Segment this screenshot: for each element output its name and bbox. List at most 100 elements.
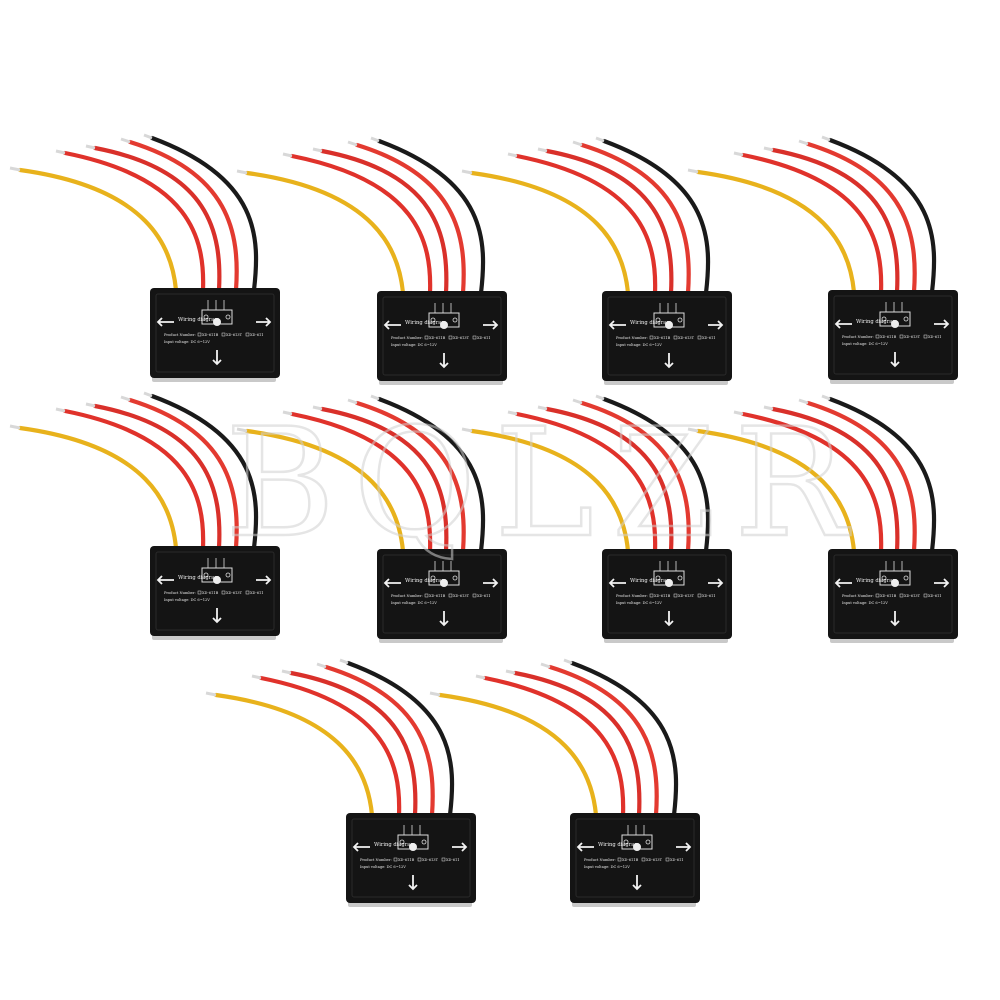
arrow-down-icon	[890, 352, 900, 368]
diagram-title: Wiring diagram	[630, 320, 671, 326]
red-wire	[770, 406, 900, 554]
module-box	[377, 291, 507, 381]
wire-tip	[120, 137, 131, 144]
yellow-wire	[17, 425, 179, 551]
input-voltage-label: Input voltage: DC 6~12V	[391, 601, 437, 605]
product-number-label: Product Number:	[391, 594, 423, 598]
module-box	[602, 291, 732, 381]
wire-tip	[461, 427, 473, 433]
option-checkbox	[875, 593, 880, 598]
option-checkbox	[221, 332, 226, 337]
wire-tip	[798, 398, 809, 405]
input-voltage-label: Input voltage: DC 6~12V	[842, 342, 888, 346]
option-checkbox	[649, 593, 654, 598]
wire-tip	[595, 394, 605, 401]
option-checkbox	[245, 332, 250, 337]
touch-point-icon	[409, 843, 417, 851]
terminal-icon	[645, 839, 651, 845]
option-checkbox	[875, 334, 880, 339]
product-option: XD-611	[250, 591, 264, 595]
wire-tip	[733, 410, 744, 416]
input-voltage-label: Input voltage: DC 6~12V	[616, 343, 662, 347]
input-voltage-label: Input voltage: DC 6~12V	[842, 601, 888, 605]
yellow-wire	[213, 692, 375, 818]
wire-tip	[85, 402, 96, 408]
option-checkbox	[417, 857, 422, 862]
wire-tip	[347, 398, 358, 405]
yellow-wire	[695, 428, 857, 554]
wire-tip	[475, 674, 486, 680]
red-wire	[740, 152, 884, 295]
wire-tip	[143, 133, 153, 140]
yellow-wire	[469, 428, 631, 554]
wire-tip	[316, 662, 327, 669]
diagram-title: Wiring diagram	[178, 575, 219, 581]
product-option: XD-611B	[880, 594, 897, 598]
module-box	[570, 813, 700, 903]
product-option: XD-613T	[453, 594, 470, 598]
diagram-title: Wiring diagram	[405, 320, 446, 326]
red-wire	[319, 148, 449, 296]
option-checkbox	[448, 593, 453, 598]
terminal-icon	[881, 575, 887, 581]
product-option: XD-611B	[429, 336, 446, 340]
wire-tip	[505, 669, 516, 675]
wire-tip	[143, 391, 153, 398]
product-option: XD-611B	[398, 858, 415, 862]
product-number-label: Product Number:	[616, 336, 648, 340]
terminal-icon	[881, 316, 887, 322]
product-option: XD-611B	[654, 336, 671, 340]
module-panel	[351, 818, 471, 898]
terminal-icon	[677, 317, 683, 323]
option-checkbox	[448, 335, 453, 340]
product-number-label: Product Number:	[584, 858, 616, 862]
arrow-right-icon	[256, 317, 272, 327]
option-checkbox	[617, 857, 622, 862]
red-wire	[770, 147, 900, 295]
option-checkbox	[424, 335, 429, 340]
wire-tip	[821, 394, 831, 401]
wire-tip	[236, 427, 248, 433]
terminal-icon	[430, 317, 436, 323]
wire-tip	[281, 669, 292, 675]
wire-tip	[507, 410, 518, 416]
terminal-icon	[655, 575, 661, 581]
wire-tip	[251, 674, 262, 680]
arrow-left-icon	[383, 578, 401, 588]
touch-point-icon	[633, 843, 641, 851]
module-box	[346, 813, 476, 903]
wire-tip	[347, 140, 358, 147]
wire-tip	[282, 152, 293, 158]
touch-point-icon	[213, 318, 221, 326]
option-checkbox	[197, 332, 202, 337]
terminal-icon	[203, 572, 209, 578]
wire-tip	[55, 149, 66, 155]
input-voltage-label: Input voltage: DC 6~12V	[584, 865, 630, 869]
module-panel	[155, 551, 275, 631]
product-option: XD-613T	[422, 858, 439, 862]
terminal-icon	[903, 316, 909, 322]
option-checkbox	[923, 334, 928, 339]
watermark: BQLZR	[225, 397, 865, 571]
terminal-icon	[623, 839, 629, 845]
arrow-left-icon	[834, 578, 852, 588]
diagram-title: Wiring diagram	[405, 578, 446, 584]
option-checkbox	[899, 334, 904, 339]
terminal-icon	[225, 572, 231, 578]
product-option: XD-611B	[654, 594, 671, 598]
red-wire	[92, 145, 222, 293]
wire-tip	[687, 168, 699, 174]
touch-point-icon	[891, 579, 899, 587]
arrow-right-icon	[934, 578, 950, 588]
yellow-wire	[17, 167, 179, 293]
product-option: XD-611B	[622, 858, 639, 862]
wire-tip	[733, 151, 744, 157]
arrow-left-icon	[352, 842, 370, 852]
module-panel	[607, 554, 727, 634]
red-wire	[319, 406, 449, 554]
arrow-left-icon	[156, 317, 174, 327]
product-option: XD-611	[928, 594, 942, 598]
